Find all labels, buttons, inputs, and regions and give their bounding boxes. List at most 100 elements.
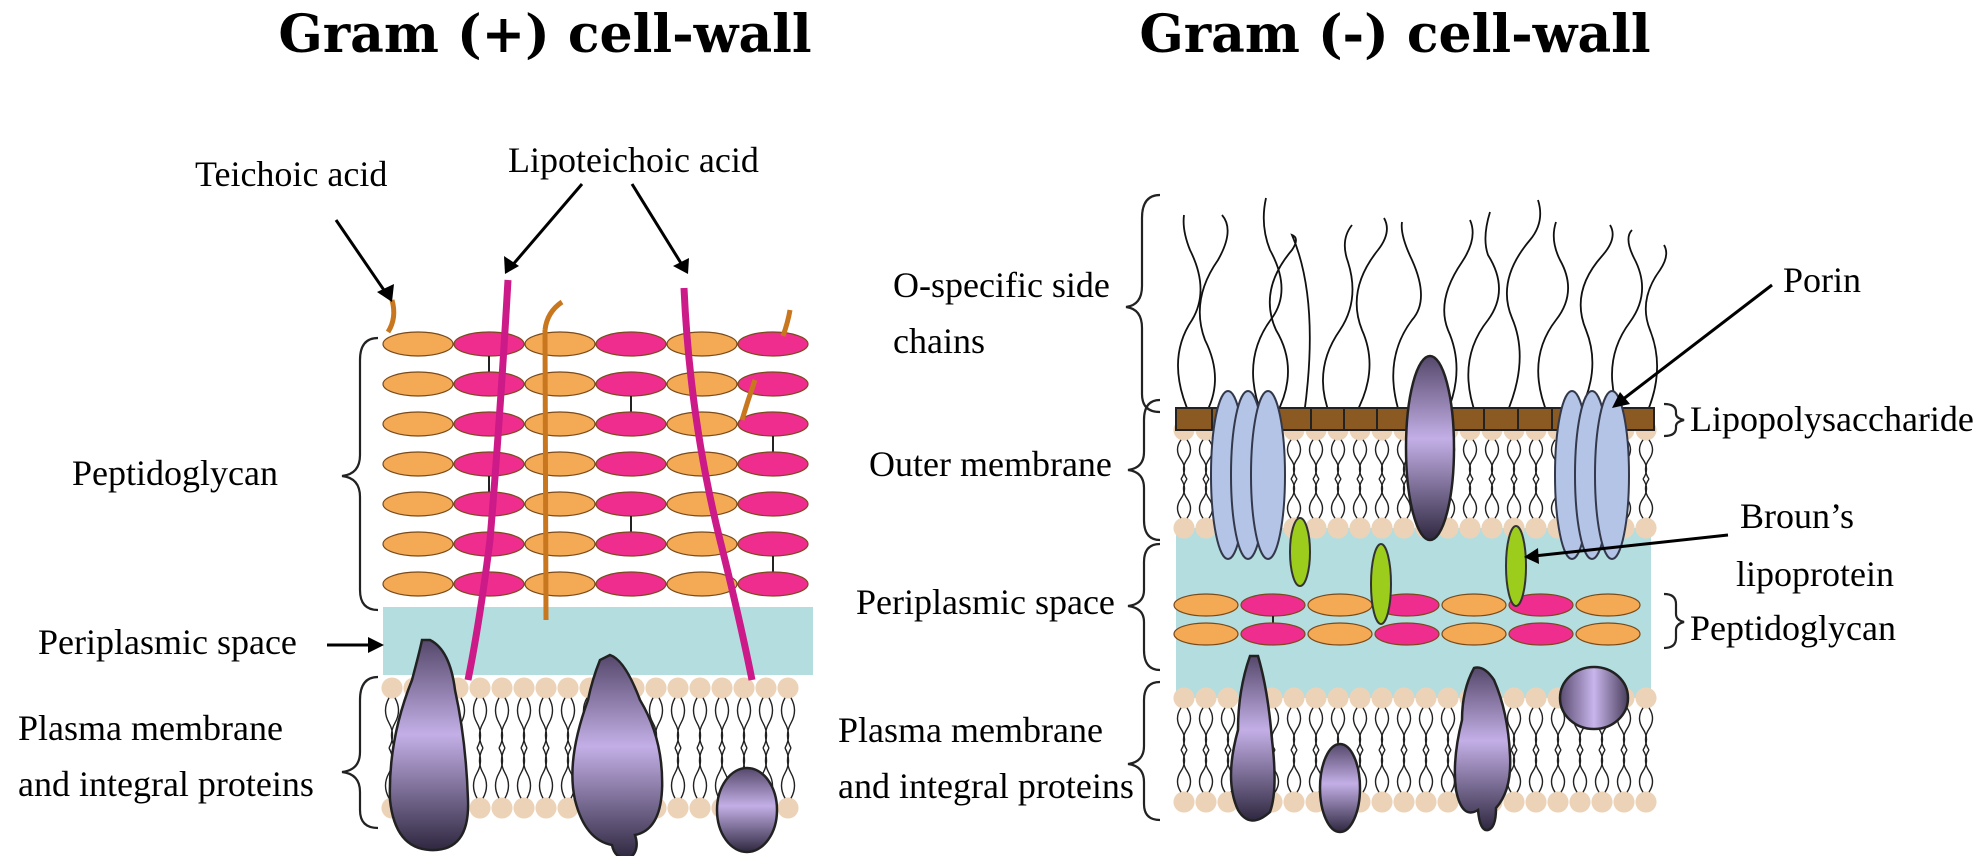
lipid-head [491, 677, 512, 698]
lipid-tail [1338, 440, 1345, 479]
lipid-head [1195, 791, 1216, 812]
right-peptidoglycan-brace [1664, 594, 1684, 648]
lipid-head [667, 797, 688, 818]
lipid-tail [1294, 479, 1301, 518]
lipid-head [755, 677, 776, 698]
nam-unit [738, 572, 808, 596]
lipid-head [1195, 687, 1216, 708]
lipid-tail [1602, 750, 1609, 792]
lipid-tail [568, 698, 575, 748]
nam-unit [596, 372, 666, 396]
lipid-tail [700, 748, 707, 798]
lipid-tail [1360, 479, 1367, 518]
right-periplasm-brace [1128, 544, 1160, 670]
lipid-tail [1360, 440, 1367, 479]
nag-unit [1174, 594, 1238, 616]
lipid-head [1503, 687, 1524, 708]
lipid-tail [1404, 750, 1411, 792]
lipid-head [667, 677, 688, 698]
lipid-head [733, 677, 754, 698]
lipid-head [1349, 687, 1370, 708]
nam-unit [1375, 623, 1439, 645]
lipid-tail [480, 748, 487, 798]
nam-unit [454, 332, 524, 356]
lipid-tail [1184, 479, 1191, 518]
left-plasma-label-line1: Plasma membrane [18, 708, 283, 748]
lipid-tail [1294, 440, 1301, 479]
lipid-head [1591, 791, 1612, 812]
lipid-tail [546, 698, 553, 748]
lipid-head [1393, 687, 1414, 708]
lipid-tail [1514, 479, 1521, 518]
lipid-tail [788, 698, 795, 748]
nam-unit [454, 412, 524, 436]
nam-unit [454, 572, 524, 596]
nag-unit [383, 532, 453, 556]
lipid-tail [722, 698, 729, 748]
nam-unit [738, 412, 808, 436]
gram-negative-title: Gram (-) cell-wall [1139, 4, 1650, 65]
lipid-tail [502, 698, 509, 748]
lipid-tail [1514, 750, 1521, 792]
lipid-tail [1426, 708, 1433, 750]
ospecific-label-line1: O-specific side [893, 265, 1110, 305]
lipid-head [1173, 687, 1194, 708]
lipid-head [557, 677, 578, 698]
lipid-tail [678, 698, 685, 748]
nam-unit [596, 492, 666, 516]
lipid-tail [1470, 479, 1477, 518]
lipid-head [1393, 517, 1414, 538]
nag-unit [383, 332, 453, 356]
lipid-tail [1404, 708, 1411, 750]
right-plasma-label-line1: Plasma membrane [838, 710, 1103, 750]
lipid-head [469, 797, 490, 818]
nag-unit [383, 412, 453, 436]
nag-unit [667, 412, 737, 436]
lipid-tail [1316, 479, 1323, 518]
lipid-head [689, 677, 710, 698]
nag-unit [383, 572, 453, 596]
lipid-head [1569, 791, 1590, 812]
nag-unit [383, 452, 453, 476]
nam-unit [596, 572, 666, 596]
lipid-head [1635, 687, 1656, 708]
nam-unit [738, 452, 808, 476]
nag-unit [525, 572, 595, 596]
lipid-head [1173, 791, 1194, 812]
nam-unit [1241, 594, 1305, 616]
nag-unit [525, 332, 595, 356]
lipid-head [1613, 791, 1634, 812]
lipid-head [689, 797, 710, 818]
nam-unit [1509, 623, 1573, 645]
lipid-head [1217, 687, 1238, 708]
lipid-head [1371, 791, 1392, 812]
nag-unit [1576, 623, 1640, 645]
lipid-tail [1338, 479, 1345, 518]
nag-unit [1308, 594, 1372, 616]
lipid-tail [1492, 479, 1499, 518]
lipid-tail [480, 698, 487, 748]
lipid-tail [1558, 750, 1565, 792]
lipid-head [1393, 791, 1414, 812]
porin-arrow [1622, 285, 1772, 400]
lipid-head [1327, 687, 1348, 708]
lipid-head [1635, 517, 1656, 538]
lipid-head [711, 677, 732, 698]
lipid-head [535, 797, 556, 818]
lipid-tail [1536, 479, 1543, 518]
lipid-tail [1646, 708, 1653, 750]
ospecific-label-line2: chains [893, 321, 985, 361]
right-periplasmic-label: Periplasmic space [856, 582, 1115, 622]
lipid-tail [1382, 708, 1389, 750]
lipid-tail [1316, 708, 1323, 750]
lipid-tail [1360, 708, 1367, 750]
lipid-head [1547, 791, 1568, 812]
outer-membrane-label: Outer membrane [869, 444, 1112, 484]
nag-unit [525, 532, 595, 556]
lipid-head [1525, 687, 1546, 708]
nam-unit [596, 452, 666, 476]
lipid-tail [1646, 750, 1653, 792]
lipid-tail [700, 698, 707, 748]
lipid-head [1371, 687, 1392, 708]
nag-unit [383, 372, 453, 396]
